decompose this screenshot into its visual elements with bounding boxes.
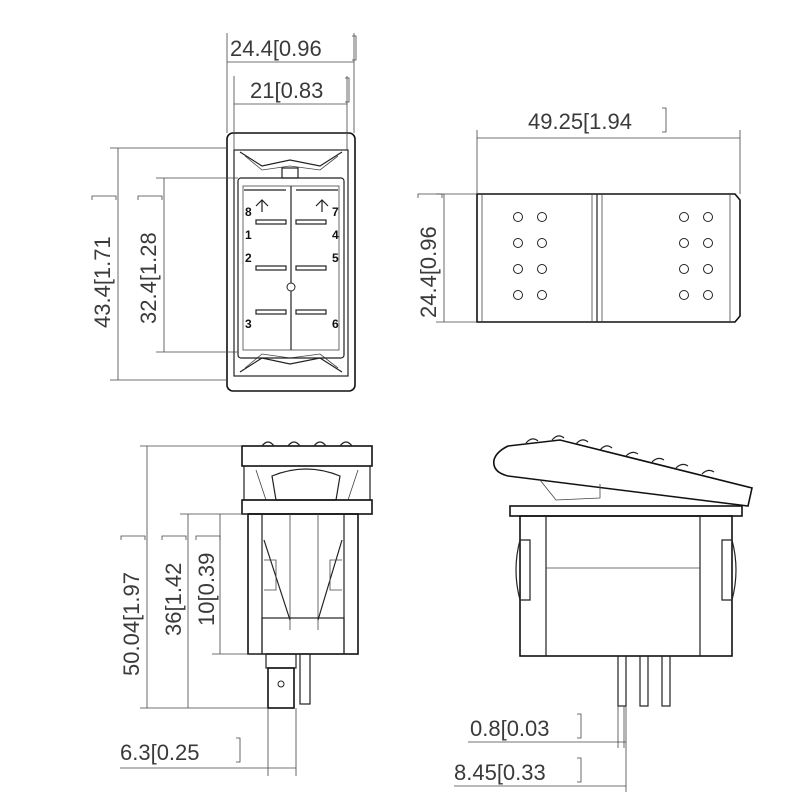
dim-side-total: 50.04[1.97	[119, 572, 144, 676]
dim-front-width-outer: 24.4[0.96	[230, 36, 322, 61]
angled-side-view-dimensions: 0.8[0.03 8.45[0.33	[454, 706, 627, 792]
top-view	[476, 193, 741, 323]
pin-label-8: 8	[245, 205, 252, 219]
pin-label-3: 3	[245, 317, 252, 331]
pin-label-6: 6	[332, 317, 339, 331]
dim-terminal-thickness: 0.8[0.03	[470, 716, 550, 741]
side-view	[241, 441, 373, 709]
dim-top-length: 49.25[1.94	[528, 109, 632, 134]
arrow-up-icon	[315, 199, 329, 212]
dim-front-height-outer: 43.4[1.71	[90, 236, 115, 328]
angled-side-view	[492, 435, 753, 748]
side-view-dimensions: 50.04[1.97 36[1.42 10[0.39 6.3[0.25	[119, 445, 297, 776]
closing-brackets	[91, 35, 667, 783]
pin-label-5: 5	[332, 251, 339, 265]
dim-front-height-inner: 32.4[1.28	[136, 232, 161, 324]
front-view: 8 7 1 4 2 5 3 6	[226, 132, 356, 392]
dim-side-small: 10[0.39	[194, 553, 219, 626]
dim-side-mid: 36[1.42	[161, 563, 186, 636]
pin-label-1: 1	[245, 228, 252, 242]
front-view-dimensions: 24.4[0.96 21[0.83 43.4[1.71 32.4[1.28	[90, 33, 355, 381]
top-view-dimensions: 49.25[1.94 24.4[0.96	[416, 109, 741, 323]
pin-label-4: 4	[332, 228, 339, 242]
pin-label-2: 2	[245, 251, 252, 265]
arrow-up-icon	[255, 199, 269, 212]
dim-terminal-width: 6.3[0.25	[120, 740, 200, 765]
pin-label-7: 7	[332, 205, 339, 219]
dim-front-width-inner: 21[0.83	[250, 78, 323, 103]
dim-top-height: 24.4[0.96	[416, 226, 441, 318]
dim-terminal-spacing: 8.45[0.33	[454, 760, 546, 785]
